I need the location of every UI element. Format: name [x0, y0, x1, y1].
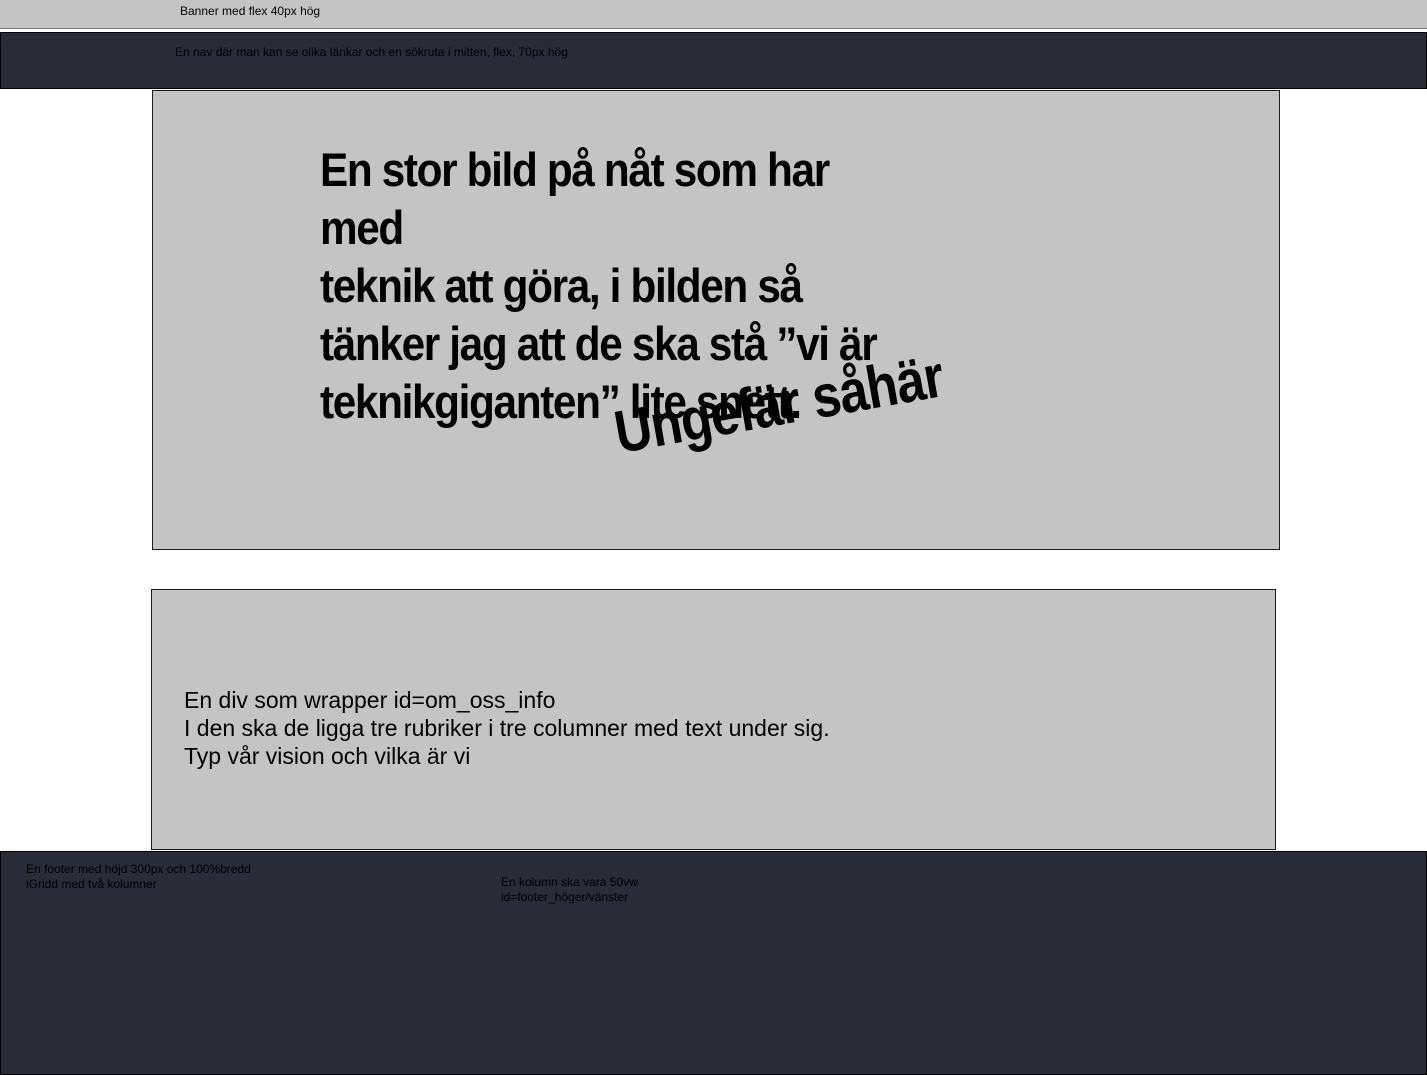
about-description: En div som wrapper id=om_oss_info I den … [184, 686, 830, 770]
footer-right-line: id=footer_höger/vänster [501, 890, 629, 904]
hero-image-placeholder: En stor bild på nåt som har med teknik a… [152, 90, 1280, 550]
footer-left-line: iGridd med två kolumner [26, 877, 157, 891]
banner-description: Banner med flex 40px hög [180, 4, 321, 18]
hero-heading-line: tänker jag att de ska stå ”vi är [320, 317, 878, 370]
nav-bar: En nav där man kan se olika länkar och e… [0, 32, 1427, 89]
hero-heading: En stor bild på nåt som har med teknik a… [320, 141, 914, 431]
hero-heading-line: teknik att göra, i bilden så [320, 259, 803, 312]
footer: En footer med höjd 300px och 100%bredd i… [0, 851, 1427, 1075]
about-line: Typ vår vision och vilka är vi [184, 743, 471, 769]
footer-left-description: En footer med höjd 300px och 100%bredd i… [26, 862, 251, 892]
about-line: En div som wrapper id=om_oss_info [184, 687, 556, 713]
footer-left-line: En footer med höjd 300px och 100%bredd [26, 862, 251, 876]
footer-right-line: En kolumn ska vara 50vw [501, 875, 638, 889]
about-wrapper-placeholder: En div som wrapper id=om_oss_info I den … [151, 589, 1276, 850]
footer-right-description: En kolumn ska vara 50vw id=footer_höger/… [501, 875, 638, 905]
nav-description: En nav där man kan se olika länkar och e… [175, 45, 568, 59]
hero-heading-line: teknikgiganten” lite snett. [320, 375, 802, 428]
banner: Banner med flex 40px hög [0, 0, 1427, 29]
hero-heading-line: En stor bild på nåt som har med [320, 143, 830, 254]
about-line: I den ska de ligga tre rubriker i tre co… [184, 715, 830, 741]
